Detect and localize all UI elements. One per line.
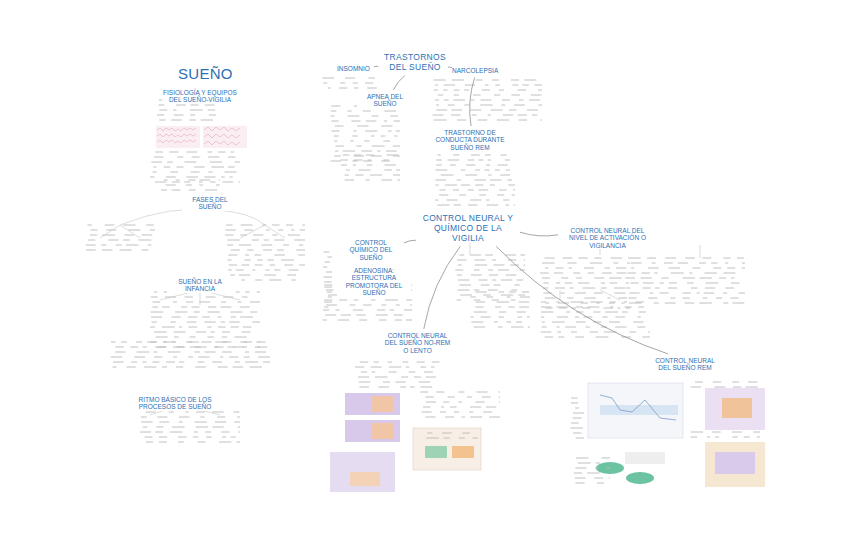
- topic-heading: FASES DEL SUEÑO: [180, 195, 240, 212]
- eeg-panel: [203, 126, 247, 148]
- figure-frame: [413, 428, 481, 470]
- topic-heading: RITMO BÁSICO DE LOS PROCESOS DE SUEÑO: [135, 395, 215, 412]
- chart-band: [600, 405, 678, 415]
- connector-line: [374, 66, 378, 67]
- figure-orange: [452, 446, 474, 458]
- figure-orange: [372, 423, 394, 439]
- heading-text: TRASTORNOS DEL SUEÑO: [382, 53, 448, 73]
- chart-frame: [588, 383, 683, 438]
- heading-text: APNEA DEL SUEÑO: [357, 93, 413, 108]
- heading-text: NARCOLEPSIA: [452, 67, 498, 74]
- eeg-traces: [156, 126, 247, 148]
- topic-heading: APNEA DEL SUEÑO: [355, 92, 415, 109]
- eeg-panel: [156, 126, 200, 148]
- heading-text: SUEÑO: [178, 65, 233, 82]
- connector-line: [496, 246, 668, 354]
- small-text-scribbles: [86, 78, 760, 483]
- heading-text: RITMO BÁSICO DE LOS PROCESOS DE SUEÑO: [137, 396, 213, 411]
- figure-panels: [330, 383, 765, 492]
- heading-text: FASES DEL SUEÑO: [182, 196, 238, 211]
- figure-purple: [715, 452, 755, 474]
- topic-heading: ADENOSINA: ESTRUCTURA PROMOTORA DEL SUEÑ…: [335, 266, 413, 298]
- connector-line: [393, 76, 405, 90]
- figure-purple: [345, 393, 400, 415]
- figure-orange: [722, 398, 752, 418]
- figure-grey: [625, 452, 665, 464]
- topic-heading: TRASTORNO DE CONDUCTA DURANTE SUEÑO REM: [430, 128, 510, 152]
- heading-text: SUEÑO EN LA INFANCIA: [167, 278, 233, 293]
- eeg-wave: [204, 127, 240, 145]
- topic-heading: CONTROL NEURAL Y QUÍMICO DE LA VIGILIA: [418, 213, 518, 244]
- topic-heading: NARCOLEPSIA: [450, 66, 500, 75]
- figure-green-oval: [626, 472, 654, 484]
- heading-text: ADENOSINA: ESTRUCTURA PROMOTORA DEL SUEÑ…: [337, 267, 411, 297]
- heading-text: CONTROL QUÍMICO DEL SUEÑO: [342, 239, 400, 261]
- heading-text: CONTROL NEURAL Y QUÍMICO DE LA VIGILIA: [420, 214, 516, 243]
- connector-line: [372, 264, 373, 265]
- figure-purple: [705, 388, 765, 430]
- topic-heading: CONTROL QUÍMICO DEL SUEÑO: [340, 238, 402, 262]
- heading-text: INSOMNIO: [337, 65, 370, 72]
- figure-orange-bg: [705, 442, 765, 487]
- heading-text: CONTROL NEURAL DEL SUEÑO REM: [652, 357, 718, 372]
- branch-lines: [100, 209, 700, 415]
- heading-text: TRASTORNO DE CONDUCTA DURANTE SUEÑO REM: [432, 129, 508, 151]
- heading-text: CONTROL NEURAL DEL SUEÑO NO-REM O LENTO: [382, 332, 453, 354]
- chart-line: [600, 395, 676, 420]
- figure-green: [425, 446, 447, 458]
- topic-heading: CONTROL NEURAL DEL SUEÑO REM: [650, 356, 720, 373]
- topic-heading: CONTROL NEURAL DEL SUEÑO NO-REM O LENTO: [380, 331, 455, 355]
- figure-orange: [350, 472, 380, 486]
- connector-line: [404, 240, 416, 243]
- topic-heading: SUEÑO EN LA INFANCIA: [165, 277, 235, 294]
- connector-line: [470, 77, 475, 126]
- figure-purple: [330, 452, 395, 492]
- title-heading: SUEÑO: [176, 64, 235, 83]
- topic-heading: TRASTORNOS DEL SUEÑO: [380, 52, 450, 74]
- connector-line: [424, 246, 460, 329]
- figure-orange: [372, 396, 394, 412]
- topic-heading: INSOMNIO: [335, 64, 372, 73]
- topic-heading: FISIOLOGÍA Y EQUIPOS DEL SUEÑO-VIGILIA: [160, 88, 240, 105]
- heading-text: FISIOLOGÍA Y EQUIPOS DEL SUEÑO-VIGILIA: [162, 89, 238, 104]
- figure-purple: [345, 420, 400, 442]
- heading-text: CONTROL NEURAL DEL NIVEL DE ACTIVACIÓN O…: [562, 227, 653, 249]
- eeg-wave: [157, 128, 196, 143]
- topic-heading: CONTROL NEURAL DEL NIVEL DE ACTIVACIÓN O…: [560, 226, 655, 250]
- connector-line: [520, 232, 558, 236]
